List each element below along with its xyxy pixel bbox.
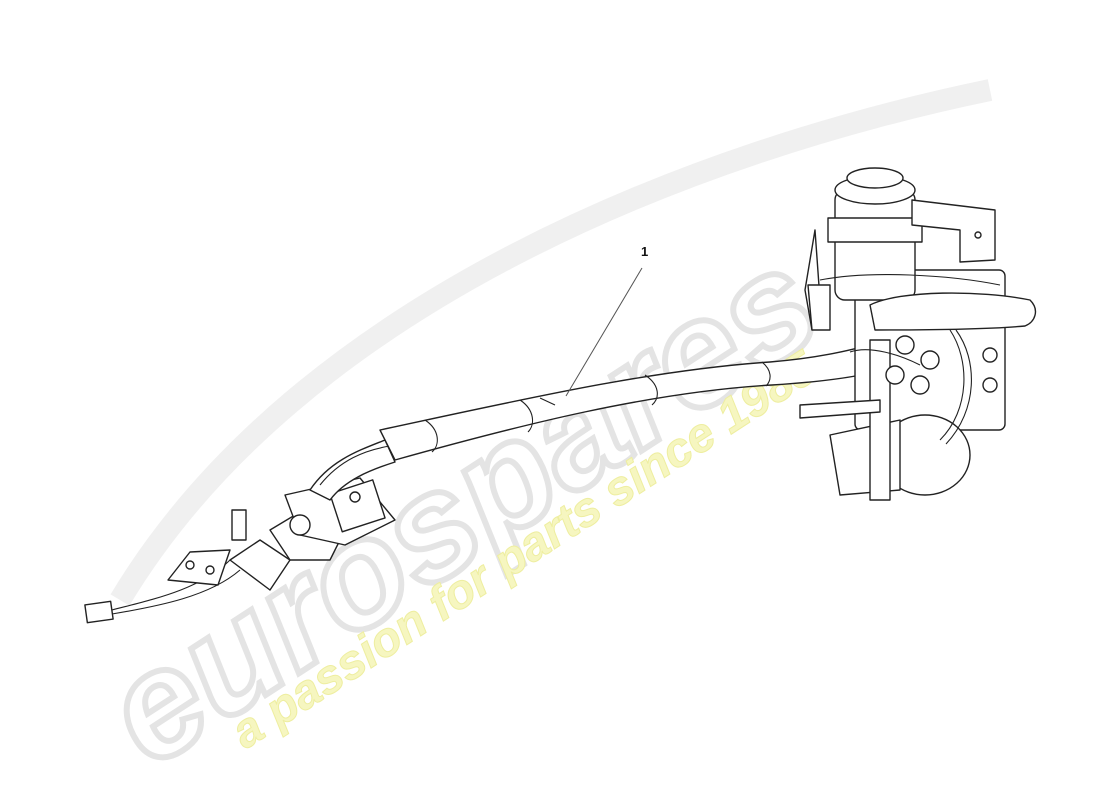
callout-leader-line (565, 267, 643, 397)
ignition-switch (167, 549, 231, 586)
steering-column-tube (379, 344, 876, 461)
column-lower-assembly (229, 439, 396, 591)
callout-label-1[interactable]: 1 (641, 244, 649, 259)
hydraulic-pump-assembly (799, 167, 1037, 501)
watermark-swoosh (110, 79, 993, 606)
